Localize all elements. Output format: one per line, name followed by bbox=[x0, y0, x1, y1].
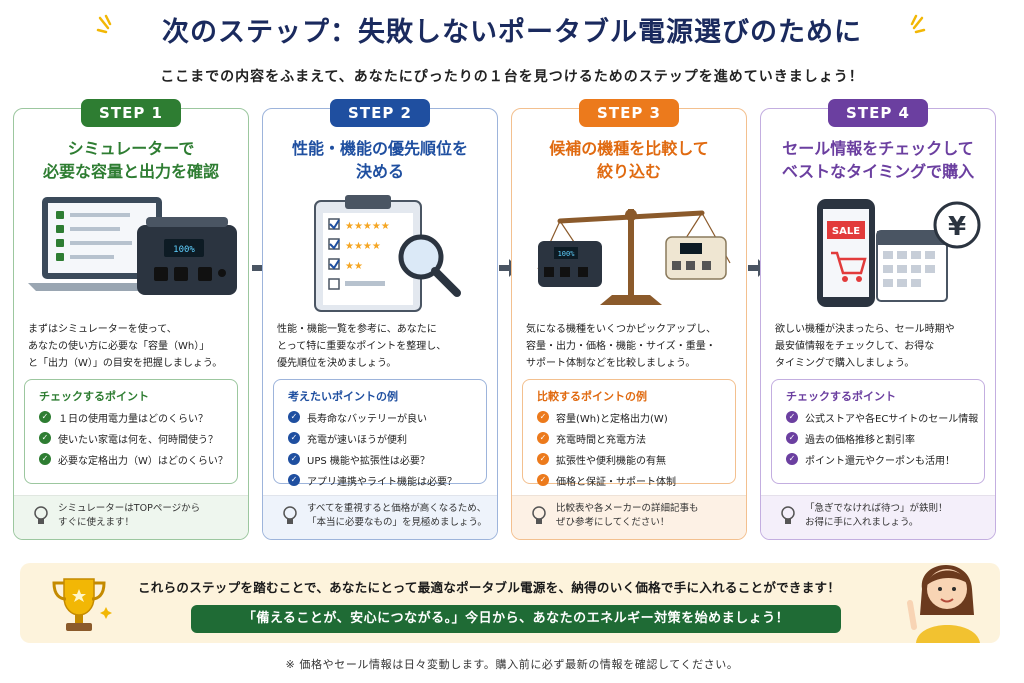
step-title: 性能・機能の優先順位を 決める bbox=[291, 139, 468, 181]
check-icon: ✓ bbox=[288, 474, 300, 486]
tip: すべてを重視すると価格が高くなるため、「本当に必要なもの」を見極めましょう。 bbox=[281, 499, 491, 533]
svg-text:★★★★★: ★★★★★ bbox=[345, 221, 390, 232]
checklist-title: チェックするポイント bbox=[39, 390, 149, 403]
svg-text:★★: ★★ bbox=[345, 261, 363, 272]
list-item: ✓価格と保証・サポート体制 bbox=[537, 471, 735, 489]
check-icon: ✓ bbox=[39, 453, 51, 465]
list-item: ✓充電が速いほうが便利 bbox=[288, 429, 486, 447]
list-item: ✓使いたい家電は何を、何時間使う？ bbox=[39, 429, 237, 447]
step-4-card: STEP 4 セール情報をチェックして ベストなタイミングで購入 SALE ¥ … bbox=[760, 99, 996, 540]
balance-scale-illustration: 100% bbox=[537, 209, 731, 305]
step-2-card: STEP 2 性能・機能の優先順位を 決める ★★★★★★★★★★★ 性能・機能… bbox=[262, 99, 498, 540]
battery-level-text: 100% bbox=[173, 245, 195, 255]
checklist-box: チェックするポイント ✓１日の使用電力量はどのくらい？ ✓使いたい家電は何を、何… bbox=[24, 379, 238, 484]
check-icon: ✓ bbox=[537, 411, 549, 423]
step-1-card: STEP 1 シミュレーターで 必要な容量と出力を確認 100% まずはシミュレ… bbox=[13, 99, 249, 540]
step-3-card: STEP 3 候補の機種を比較して 絞り込む 100% 気になる機種をいくつかピ… bbox=[511, 99, 747, 540]
sale-label: SALE bbox=[832, 226, 860, 237]
list-item: ✓アプリ連携やライト機能は必要？ bbox=[288, 471, 486, 489]
step-description: まずはシミュレーターを使って、 あなたの使い方に必要な「容量（Wh）」 と「出力… bbox=[28, 324, 223, 369]
list-item: ✓ポイント還元やクーポンも活用！ bbox=[786, 450, 984, 468]
yen-icon: ¥ bbox=[948, 212, 966, 242]
sale-phone-calendar-illustration: SALE ¥ bbox=[817, 199, 981, 307]
step-title: シミュレーターで 必要な容量と出力を確認 bbox=[42, 139, 219, 181]
step-description: 性能・機能一覧を参考に、あなたに とって特に重要なポイントを整理し、 優先順位を… bbox=[277, 324, 447, 369]
svg-text:★★★★: ★★★★ bbox=[345, 241, 381, 252]
check-icon: ✓ bbox=[537, 474, 549, 486]
list-item: ✓長寿命なバッテリーが良い bbox=[288, 408, 486, 426]
check-icon: ✓ bbox=[537, 432, 549, 444]
checklist-title: チェックするポイント bbox=[786, 390, 896, 403]
check-icon: ✓ bbox=[288, 411, 300, 423]
summary-text: これらのステップを踏むことで、あなたにとって最適なポータブル電源を、納得のいく価… bbox=[138, 580, 841, 595]
list-item: ✓１日の使用電力量はどのくらい？ bbox=[39, 408, 237, 426]
checklist-box: チェックするポイント ✓公式ストアや各ECサイトのセール情報 ✓過去の価格推移と… bbox=[771, 379, 985, 484]
checklist-title: 比較するポイントの例 bbox=[537, 390, 647, 403]
step-badge: STEP 1 bbox=[81, 99, 181, 127]
list-item: ✓必要な定格出力（W）はどのくらい？ bbox=[39, 450, 237, 468]
step-title: 候補の機種を比較して 絞り込む bbox=[549, 139, 709, 181]
checklist-box: 比較するポイントの例 ✓容量(Wh)と定格出力(W) ✓充電時間と充電方法 ✓拡… bbox=[522, 379, 736, 488]
list-item: ✓拡張性や便利機能の有無 bbox=[537, 450, 735, 468]
check-icon: ✓ bbox=[537, 453, 549, 465]
sparkle-icon bbox=[96, 14, 112, 34]
tip: 「急ぎでなければ待つ」が鉄則！お得に手に入れましょう。 bbox=[779, 499, 989, 533]
laptop-power-station-illustration: 100% bbox=[28, 197, 237, 295]
call-to-action-banner: 「備えることが、安心につながる。」今日から、あなたのエネルギー対策を始めましょう… bbox=[191, 605, 841, 633]
footnote: ※ 価格やセール情報は日々変動します。購入前に必ず最新の情報を確認してください。 bbox=[285, 658, 739, 671]
page-subtitle: ここまでの内容をふまえて、あなたにぴったりの１台を見つけるためのステップを進めて… bbox=[160, 69, 864, 85]
check-icon: ✓ bbox=[786, 453, 798, 465]
step-badge: STEP 3 bbox=[579, 99, 679, 127]
lightbulb-icon bbox=[781, 506, 795, 524]
step-description: 欲しい機種が決まったら、セール時期や 最安値情報をチェックして、お得な タイミン… bbox=[775, 324, 955, 369]
checklist-box: 考えたいポイントの例 ✓長寿命なバッテリーが良い ✓充電が速いほうが便利 ✓UP… bbox=[273, 379, 487, 488]
check-icon: ✓ bbox=[288, 432, 300, 444]
page-title: 次のステップ：失敗しないポータブル電源選びのために bbox=[162, 17, 862, 48]
check-icon: ✓ bbox=[786, 411, 798, 423]
tip: シミュレーターはTOPページからすぐに使えます！ bbox=[32, 499, 242, 533]
step-badge: STEP 2 bbox=[330, 99, 430, 127]
summary-panel: これらのステップを踏むことで、あなたにとって最適なポータブル電源を、納得のいく価… bbox=[20, 563, 1000, 643]
lightbulb-icon bbox=[34, 506, 48, 524]
sparkle-icon bbox=[910, 14, 926, 34]
list-item: ✓充電時間と充電方法 bbox=[537, 429, 735, 447]
list-item: ✓公式ストアや各ECサイトのセール情報 bbox=[786, 408, 984, 426]
list-item: ✓UPS 機能や拡張性は必要？ bbox=[288, 450, 486, 468]
check-icon: ✓ bbox=[288, 453, 300, 465]
step-title: セール情報をチェックして ベストなタイミングで購入 bbox=[781, 139, 975, 181]
lightbulb-icon bbox=[283, 506, 297, 524]
woman-avatar bbox=[907, 564, 980, 643]
clipboard-magnifier-illustration: ★★★★★★★★★★★ bbox=[314, 195, 461, 312]
check-icon: ✓ bbox=[39, 411, 51, 423]
battery-level-text: 100% bbox=[558, 250, 576, 258]
step-badge: STEP 4 bbox=[828, 99, 928, 127]
step-description: 気になる機種をいくつかピックアップし、 容量・出力・価格・機能・サイズ・重量・ … bbox=[526, 324, 716, 369]
tip: 比較表や各メーカーの詳細記事もぜひ参考にしてください！ bbox=[530, 499, 740, 533]
trophy-icon bbox=[52, 578, 112, 631]
list-item: ✓容量(Wh)と定格出力(W) bbox=[537, 408, 735, 426]
checklist-title: 考えたいポイントの例 bbox=[288, 390, 398, 403]
check-icon: ✓ bbox=[39, 432, 51, 444]
list-item: ✓過去の価格推移と割引率 bbox=[786, 429, 984, 447]
lightbulb-icon bbox=[532, 506, 546, 524]
check-icon: ✓ bbox=[786, 432, 798, 444]
